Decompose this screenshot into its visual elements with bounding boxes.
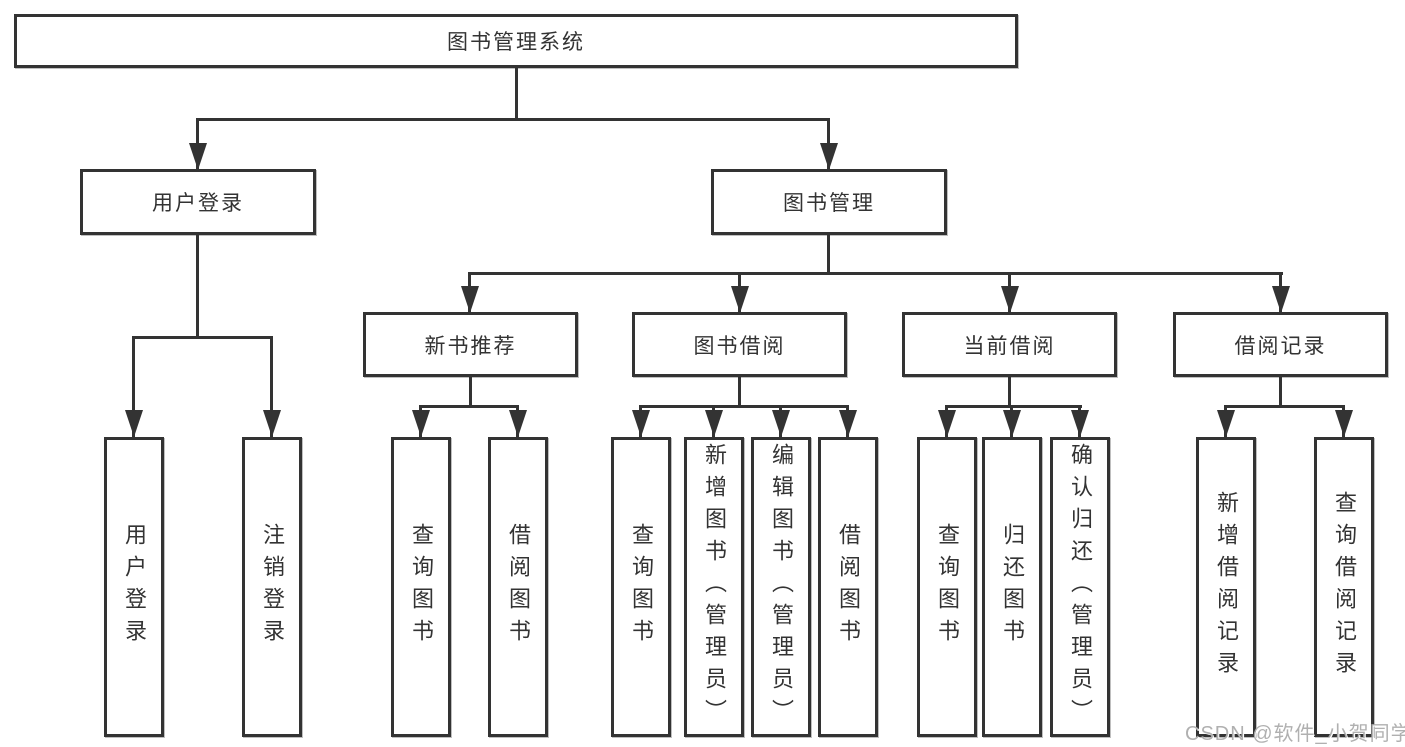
node-current-borrowing-label: 当前借阅 [963,334,1056,358]
arrow-down-icon [639,405,642,437]
node-library-system: 图书管理系统 [14,14,1018,68]
arrow-down-icon [779,405,782,437]
arrow-down-icon [1342,405,1345,437]
leaf-bb-query-books: 查询图书 [611,437,671,737]
node-book-management-label: 图书管理 [783,192,875,215]
node-borrowing-records-label: 借阅记录 [1234,334,1327,358]
leaf-bb-borrow-books-label: 借阅图书 [836,523,861,651]
connector-user-login-stub [196,234,199,338]
node-book-borrowing-label: 图书借阅 [693,334,786,358]
arrow-down-icon [196,118,199,170]
leaf-bb-edit-books-admin-label: 编辑图书（管理员） [769,443,794,731]
leaf-bb-edit-books-admin: 编辑图书（管理员） [751,437,811,737]
arrow-down-icon [1010,405,1013,437]
node-borrowing-records: 借阅记录 [1173,312,1388,377]
connector-book-mgmt-branch [468,272,1283,275]
leaf-user-login: 用户登录 [104,437,164,737]
leaf-bb-query-books-label: 查询图书 [629,523,654,651]
arrow-down-icon [270,336,273,437]
node-library-system-label: 图书管理系统 [447,31,585,54]
connector-user-login-branch [132,336,273,339]
node-user-login-label: 用户登录 [152,192,244,215]
arrow-down-icon [846,405,849,437]
leaf-nbr-query-books: 查询图书 [391,437,451,737]
leaf-logout-label: 注销登录 [260,523,285,651]
arrow-down-icon [827,118,830,170]
connector-new-book-stub [469,377,472,407]
leaf-br-add-record-label: 新增借阅记录 [1214,491,1239,683]
leaf-bb-borrow-books: 借阅图书 [818,437,878,737]
arrow-down-icon [945,405,948,437]
node-new-book-recommend-label: 新书推荐 [424,334,517,358]
arrow-down-icon [1078,405,1081,437]
leaf-nbr-query-books-label: 查询图书 [409,523,434,651]
connector-root-stub [515,66,518,120]
leaf-cb-query-books-label: 查询图书 [935,523,960,651]
connector-book-borrow-stub [738,377,741,407]
leaf-bb-add-books-admin: 新增图书（管理员） [684,437,744,737]
leaf-cb-confirm-return-admin-label: 确认归还（管理员） [1068,443,1093,731]
connector-current-borrow-branch [945,405,1082,408]
node-book-borrowing: 图书借阅 [632,312,847,377]
leaf-cb-confirm-return-admin: 确认归还（管理员） [1050,437,1110,737]
arrow-down-icon [1279,272,1282,313]
arrow-down-icon [1224,405,1227,437]
connector-current-borrow-stub [1008,377,1011,407]
leaf-br-query-record: 查询借阅记录 [1314,437,1374,737]
node-book-management: 图书管理 [711,169,947,235]
arrow-down-icon [516,405,519,437]
connector-book-mgmt-stub [827,234,830,274]
arrow-down-icon [132,336,135,437]
leaf-br-query-record-label: 查询借阅记录 [1332,491,1357,683]
arrow-down-icon [419,405,422,437]
connector-records-branch [1224,405,1345,408]
node-user-login: 用户登录 [80,169,316,235]
arrow-down-icon [1008,272,1011,313]
connector-book-borrow-branch [639,405,849,408]
leaf-cb-return-books: 归还图书 [982,437,1042,737]
leaf-bb-add-books-admin-label: 新增图书（管理员） [702,443,727,731]
leaf-nbr-borrow-books-label: 借阅图书 [506,523,531,651]
leaf-nbr-borrow-books: 借阅图书 [488,437,548,737]
arrow-down-icon [468,272,471,313]
csdn-watermark: CSDN @软件_小贺同学 [1185,723,1405,745]
node-new-book-recommend: 新书推荐 [363,312,578,377]
leaf-logout: 注销登录 [242,437,302,737]
node-current-borrowing: 当前借阅 [902,312,1117,377]
leaf-br-add-record: 新增借阅记录 [1196,437,1256,737]
leaf-user-login-label: 用户登录 [122,523,147,651]
leaf-cb-return-books-label: 归还图书 [1000,523,1025,651]
arrow-down-icon [738,272,741,313]
arrow-down-icon [712,405,715,437]
connector-root-branch [196,118,830,121]
connector-new-book-branch [419,405,519,408]
connector-records-stub [1279,377,1282,407]
leaf-cb-query-books: 查询图书 [917,437,977,737]
